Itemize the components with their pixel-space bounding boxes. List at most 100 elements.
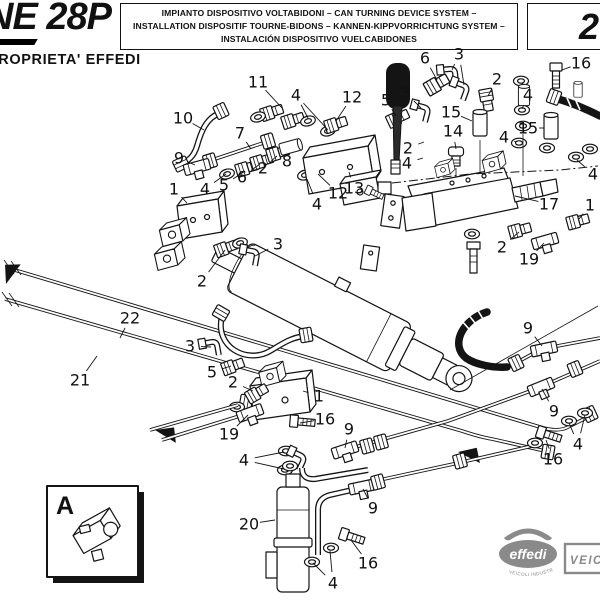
solenoid-block-1-left [153,190,258,271]
control-lever [386,63,410,175]
leader-line [302,390,309,394]
brand-logo-text: NE 28P [0,0,112,38]
part-number-1: 1 [314,387,324,406]
part-number-9: 9 [549,402,559,421]
part-number-2: 2 [497,238,507,257]
leader-line [232,170,246,180]
part-number-9: 9 [344,420,354,439]
leader-line [521,82,524,86]
leader-line [303,102,329,131]
leader-line [536,242,545,252]
inset-label: A [56,492,74,520]
leader-line [119,327,126,339]
part-number-6: 6 [237,168,247,187]
inset-detail-a: A [46,485,144,583]
leader-line [188,161,196,166]
part-number-4: 4 [499,128,509,147]
part-number-11: 11 [248,73,268,92]
leader-line [222,365,232,370]
part-number-3: 3 [273,235,283,254]
part-number-16: 16 [571,54,591,73]
leader-line [362,488,369,499]
part-number-4: 4 [200,180,210,199]
part-number-1: 1 [585,196,595,215]
leader-line [254,451,285,459]
valve-block-13 [302,134,405,272]
property-note: PROPRIETA' EFFEDI [0,52,141,68]
leader-line [254,248,269,257]
part-number-2: 2 [258,159,268,178]
leader-line [580,414,586,434]
title-line-es: INSTALACIÓN DISPOSITIVO VUELCABIDONES [221,33,417,44]
leader-line [271,155,278,162]
leader-line [487,88,493,97]
part-number-9: 9 [174,149,184,168]
leader-line [259,519,276,523]
leader-line [509,231,520,241]
leader-line [418,141,425,145]
part-number-3: 3 [454,45,464,64]
effedi-logo-text: effedi [509,546,547,562]
leader-line [417,157,424,161]
leader-line [451,63,456,71]
part-number-16: 16 [315,410,335,429]
part-number-22: 22 [120,309,140,328]
tube-21 [1,291,556,461]
leader-line [192,123,205,131]
part-number-3: 3 [185,337,195,356]
fitting-cluster-top-left [171,101,350,183]
part-number-12: 12 [328,184,348,203]
leader-line [299,420,315,424]
part-number-3: 3 [401,84,411,103]
part-number-16: 16 [358,554,378,573]
leader-line [521,104,525,110]
part-number-4: 4 [573,435,583,454]
leader-line [541,388,550,402]
part-number-13: 13 [344,179,364,198]
part-number-4: 4 [312,195,322,214]
leader-line [513,140,517,143]
part-number-4: 4 [523,86,533,105]
leader-line [85,355,98,372]
part-number-7: 7 [235,124,245,143]
leader-line [413,100,422,109]
leader-line [460,115,473,122]
leader-line [300,104,309,119]
part-number-2: 2 [492,70,502,89]
part-number-5: 5 [381,91,391,110]
part-number-10: 10 [173,109,193,128]
part-number-19: 19 [519,250,539,269]
leader-line [344,439,348,449]
leader-line [265,89,283,109]
part-number-4: 4 [239,451,249,470]
part-number-9: 9 [368,499,378,518]
part-number-17: 17 [539,195,559,214]
part-number-1: 1 [169,180,179,199]
part-number-2: 2 [228,373,238,392]
brand-logo: NE 28P [0,0,112,39]
part-number-14: 14 [443,122,463,141]
veicoli-box-text: VEICO [570,555,600,567]
part-number-6: 6 [420,49,430,68]
leader-line [429,67,438,81]
part-number-5: 5 [207,363,217,382]
inset-cube-part [72,507,121,562]
leader-line [348,171,352,178]
title-line-it-en: IMPIANTO DISPOSITIVO VOLTABIDONI – CAN T… [161,8,477,19]
title-line-fr-de: INSTALLATION DISPOSITIF TOURNE-BIDONS – … [133,21,505,32]
hose-loop [211,303,314,359]
leader-line [578,213,584,220]
part-number-15: 15 [441,103,461,122]
tube-runs-right [330,305,600,483]
title-box: IMPIANTO DISPOSITIVO VOLTABIDONI – CAN T… [120,3,518,50]
part-number-9: 9 [523,319,533,338]
accumulator-20 [265,460,387,593]
leader-line [568,422,575,435]
leader-line [208,249,226,273]
leader-line [534,336,543,347]
part-number-4: 4 [588,165,598,184]
page-number-box: 2 [527,3,600,50]
